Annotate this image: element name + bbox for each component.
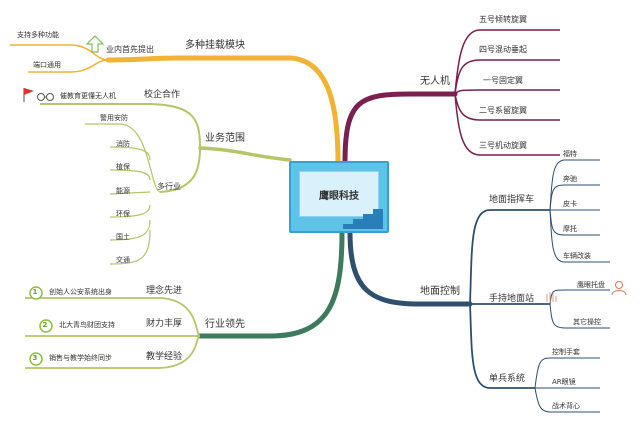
leading-item-detail: 销售与教学始终同步 [49, 354, 112, 362]
branch-mount-label: 多种挂载模块 [185, 40, 245, 51]
industry-label: 多行业 [157, 182, 181, 191]
person-icon [611, 281, 627, 296]
industry-item: 环保 [116, 210, 130, 218]
vehicle-item: 摩托 [563, 225, 577, 233]
leading-item-label: 理念先进 [146, 286, 183, 296]
number-2: 2 [42, 321, 48, 329]
uav-item: 五号倾转旋翼 [479, 15, 527, 24]
number-circle-3 [29, 352, 43, 366]
branch-business-label: 业务范围 [205, 133, 245, 144]
branch-uav-label: 无人机 [420, 76, 450, 87]
uav-item: 三号机动旋翼 [479, 141, 527, 150]
hand-icon [546, 292, 557, 302]
line-business [198, 146, 292, 162]
line-leading [197, 229, 345, 339]
branch-ground-label: 地面控制 [420, 286, 460, 297]
number-circle-1 [29, 286, 43, 300]
industry-item: 能源 [116, 187, 130, 195]
mount-sub-label: 业内首先提出 [106, 45, 154, 54]
industry-item: 消防 [116, 140, 130, 148]
uav-item: 二号系留旋翼 [479, 106, 527, 115]
flag-icon [23, 88, 34, 102]
glasses-icon [37, 93, 54, 101]
leading-item-label: 财力丰厚 [146, 319, 183, 329]
line-uav [342, 91, 458, 165]
vehicle-item: 奔驰 [563, 175, 577, 183]
industry-item: 警用安防 [100, 114, 128, 122]
number-3: 3 [32, 354, 38, 362]
industry-item: 植保 [116, 163, 130, 171]
line-ground [347, 229, 473, 307]
center-title: 鹰眼科技 [319, 190, 359, 202]
leading-item-detail: 北大青鸟财团支持 [59, 321, 115, 329]
number-circle-2 [39, 319, 53, 333]
vehicle-label: 地面指挥车 [489, 195, 535, 205]
vehicle-item: 福特 [563, 150, 577, 158]
uav-item: 一号固定翼 [483, 76, 523, 85]
vehicle-item: 车辆改装 [563, 252, 591, 260]
vehicle-item: 皮卡 [563, 200, 577, 208]
center-node: 鹰眼科技 [289, 161, 389, 233]
station-item: 其它操控 [573, 318, 601, 326]
industry-item: 交通 [116, 256, 130, 264]
station-label: 手持地面站 [489, 294, 535, 304]
business-sub-label: 校企合作 [144, 90, 181, 100]
number-1: 1 [32, 288, 38, 296]
station-item: 鹰眼托盘 [577, 281, 605, 289]
mount-leaf-1: 支持多种功能 [17, 31, 59, 39]
stairs-icon [343, 209, 383, 229]
branch-leading-label: 行业领先 [205, 319, 245, 330]
industry-item: 国土 [116, 233, 130, 241]
soldier-item: 控制手套 [552, 348, 580, 356]
uav-item: 四号混动垂起 [479, 45, 527, 54]
mount-leaf-2: 端口通用 [33, 61, 61, 69]
business-partner-text: 催教育更懂无人机 [60, 92, 116, 100]
soldier-item: 战术背心 [552, 402, 580, 410]
soldier-label: 单兵系统 [489, 374, 526, 384]
leading-item-label: 教学经验 [146, 352, 183, 362]
up-arrow-icon [85, 35, 105, 53]
leading-item-detail: 创始人公安系统出身 [49, 288, 112, 296]
soldier-item: AR眼镜 [552, 378, 576, 386]
line-mount [105, 55, 341, 165]
